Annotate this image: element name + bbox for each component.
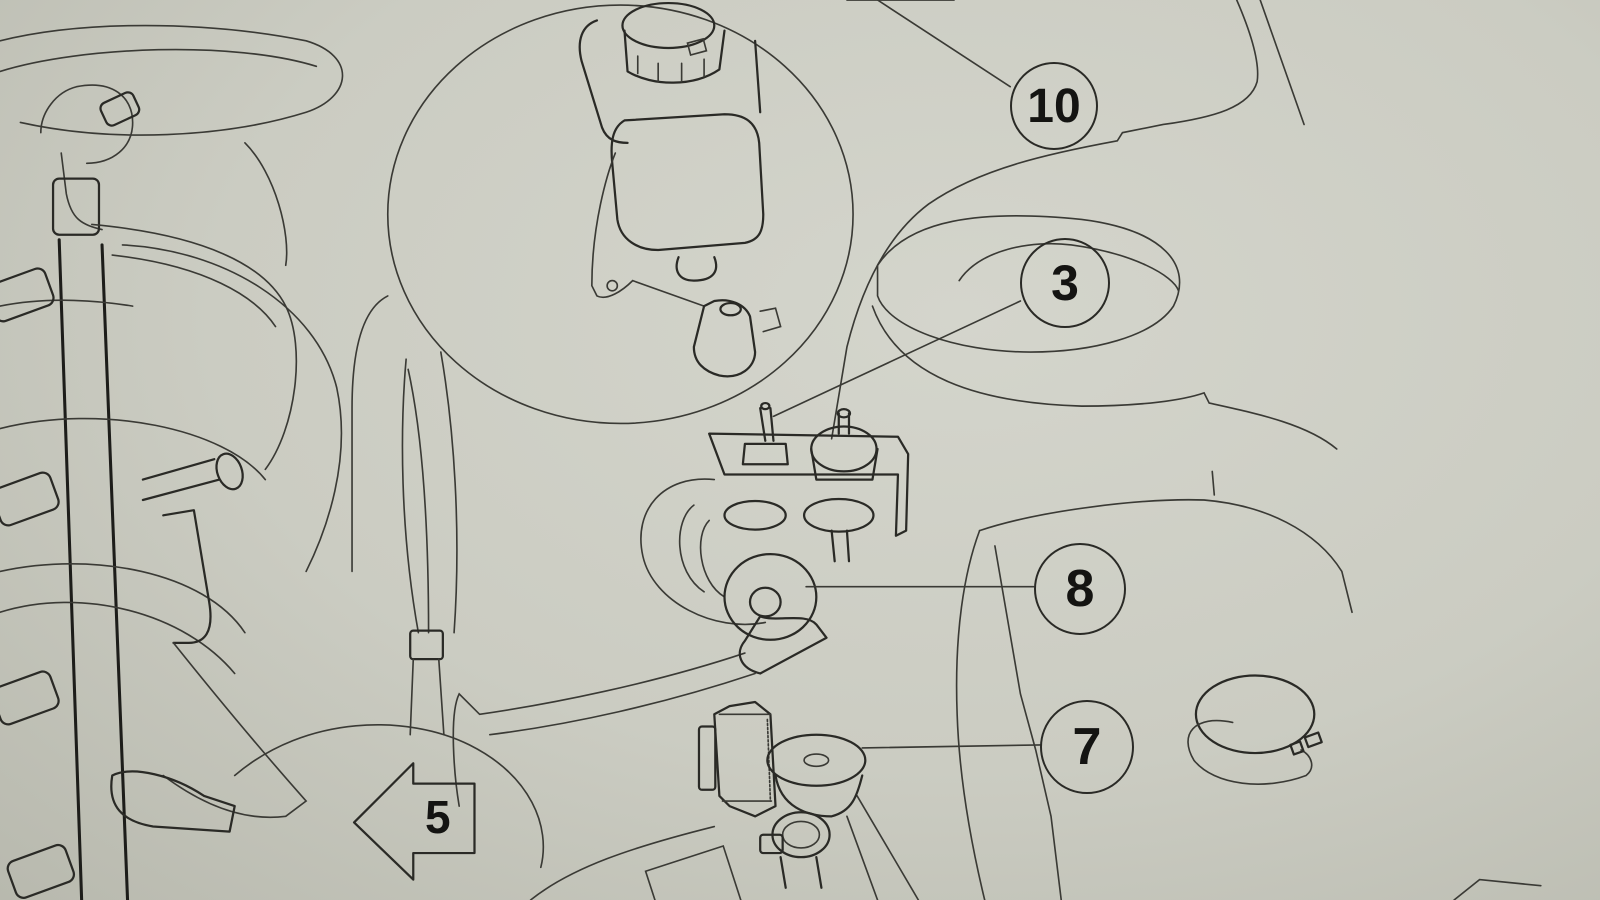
ellipse-boss [876,214,1181,353]
bracket-plate [162,509,212,644]
master-cylinder-outlet [692,299,757,378]
union-top [40,84,134,165]
hose-loop-top [0,24,344,136]
panel-outline-lower [978,498,1353,614]
tee-fitting [51,177,101,236]
callout-3: 3 [1020,238,1110,328]
panel-line-diag [994,545,1063,900]
fuse-component [697,700,777,818]
arrow-marker-5 [352,762,476,881]
hose-nut [409,629,444,661]
panel-edge-right [1259,0,1305,126]
panel-curve-left [955,529,986,900]
reservoir-cap [621,1,716,50]
reservoir-body [610,113,765,252]
callout-3-label: 3 [1051,255,1079,311]
reservoir-rear [578,19,629,144]
callout-7-label: 7 [1072,718,1102,776]
callout-10-label: 10 [1027,79,1081,133]
arrow-marker-5-label: 5 [425,791,451,843]
hose-lower [452,652,746,807]
union-bottom [110,770,236,833]
cylinder-component-8 [640,478,828,675]
vertical-pipe-a [57,238,84,900]
panel-outline-upper [830,0,1259,440]
left-unions [0,267,76,899]
hose-tall-left [401,358,420,634]
inset-circle [386,4,854,425]
panel-outline-mid [871,305,1338,450]
hose-large-arc [121,244,343,573]
callout-8-label: 8 [1065,560,1095,618]
round-cap [1187,674,1323,785]
pipe-clamp [759,811,831,889]
callout-8: 8 [1034,543,1126,635]
switch-bracket [708,401,910,563]
callout-7: 7 [1040,700,1134,794]
leader-7 [861,744,1042,749]
grommet-plug [766,733,867,818]
vertical-pipe-b [100,243,130,900]
leader-10 [876,0,1012,88]
hose-tall-right [440,351,458,634]
hose-end [738,615,828,675]
leader-3 [772,300,1022,418]
callout-10: 10 [1010,62,1098,150]
